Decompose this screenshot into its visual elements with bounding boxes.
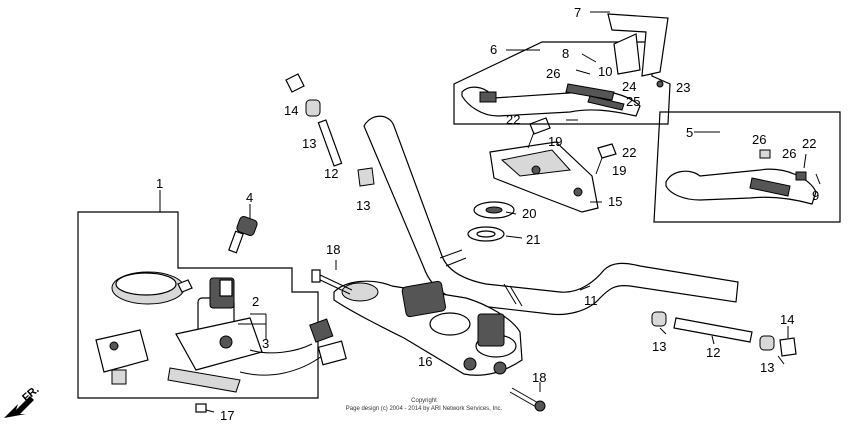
callout-3: 3 — [262, 336, 269, 351]
callout-16: 16 — [418, 354, 432, 369]
copyright-line-1: Copyright — [411, 398, 437, 404]
callout-13a: 13 — [302, 136, 316, 151]
callout-19b: 19 — [612, 163, 626, 178]
callout-22c: 22 — [802, 136, 816, 151]
callout-13c: 13 — [652, 339, 666, 354]
bolt-18-lower — [509, 382, 546, 412]
callout-9: 9 — [812, 188, 819, 203]
bolt-18-upper — [311, 260, 353, 295]
front-direction-arrow: FR. — [4, 384, 42, 418]
callout-1: 1 — [156, 176, 163, 191]
callout-6: 6 — [490, 42, 497, 57]
callout-20: 20 — [522, 206, 536, 221]
callout-12b: 12 — [706, 345, 720, 360]
callout-13b: 13 — [356, 198, 370, 213]
callout-14b: 14 — [780, 312, 794, 327]
callout-5: 5 — [686, 125, 693, 140]
holder-bolts — [527, 117, 617, 175]
upper-bracket-group — [453, 13, 671, 125]
callout-12a: 12 — [324, 166, 338, 181]
pinch-bolt-left — [285, 73, 375, 187]
copyright-line-2: Page design (c) 2004 - 2014 by ARI Netwo… — [346, 406, 503, 412]
direction-label: FR. — [20, 384, 41, 405]
ignition-switch-group — [77, 190, 347, 399]
callout-26a: 26 — [546, 66, 560, 81]
callout-25: 25 — [626, 94, 640, 109]
callout-23: 23 — [676, 80, 690, 95]
callout-24: 24 — [622, 79, 636, 94]
callout-17: 17 — [220, 408, 234, 423]
pinch-bolt-right — [651, 311, 797, 365]
callout-19a: 19 — [548, 134, 562, 149]
bolt-17 — [195, 403, 215, 413]
leader-lines — [238, 11, 789, 345]
right-bracket-group — [653, 111, 841, 223]
callout-26b: 26 — [752, 132, 766, 147]
copyright-notice: Copyright Page design (c) 2004 - 2014 by… — [346, 398, 503, 412]
top-bridge — [333, 280, 523, 376]
callout-26c: 26 — [782, 146, 796, 161]
callout-10: 10 — [598, 64, 612, 79]
callout-labels: 1 2 3 4 5 6 7 8 9 10 11 12 12 13 13 13 1… — [156, 5, 819, 423]
handlebar-holder — [467, 141, 599, 242]
callout-14a: 14 — [284, 103, 298, 118]
callout-21: 21 — [526, 232, 540, 247]
callout-22b: 22 — [622, 145, 636, 160]
callout-22a: 22 — [506, 112, 520, 127]
callout-18a: 18 — [326, 242, 340, 257]
handlebar — [363, 115, 739, 316]
callout-2: 2 — [252, 294, 259, 309]
callout-7: 7 — [574, 5, 581, 20]
callout-15: 15 — [608, 194, 622, 209]
callout-11: 11 — [584, 293, 598, 308]
callout-4: 4 — [246, 190, 253, 205]
callout-8: 8 — [562, 46, 569, 61]
ignition-key — [228, 204, 258, 254]
callout-18b: 18 — [532, 370, 546, 385]
callout-13d: 13 — [760, 360, 774, 375]
